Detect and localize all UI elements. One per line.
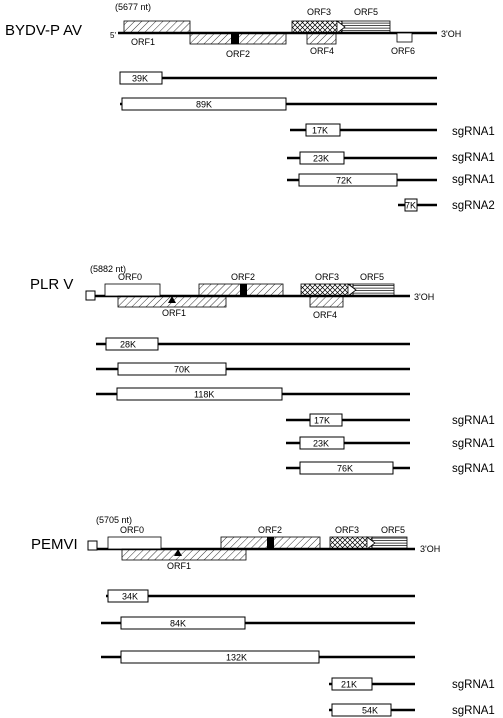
pemv-54k-box: [331, 703, 392, 717]
bydv-89k-box: [121, 97, 287, 111]
plrv-76k-label: 76K: [337, 464, 353, 474]
plrv-sgrna-label-1: sgRNA1: [452, 415, 495, 427]
pemv-vpg-box: [87, 540, 98, 551]
bydv-39k-label: 39K: [132, 74, 148, 84]
pemv-virus-name: PEMVI: [31, 536, 78, 553]
pemv-132k-box: [120, 650, 320, 664]
bydv-genome-section: (5677 nt) BYDV-P AV 5' ORF1 ORF2 ORF3 OR…: [5, 2, 495, 212]
plrv-sgrna-label-2: sgRNA1: [452, 438, 495, 450]
plrv-70k-box: [117, 362, 227, 376]
plrv-genome-section: (5882 nt) PLR V ORF0 ORF1 ORF2 ORF3 ORF4…: [30, 264, 495, 475]
bydv-orf1-label: ORF1: [131, 37, 155, 47]
bydv-orf4-box: [306, 32, 337, 45]
plrv-readthrough-marker: [347, 283, 357, 297]
bydv-17k-box: [305, 123, 341, 137]
pemv-sgrna-label-1: sgRNA1: [452, 679, 495, 691]
pemv-orf3-box: [329, 536, 373, 550]
bydv-23k-label: 23K: [313, 154, 329, 164]
pemv-orf0-label: ORF0: [120, 525, 144, 535]
plrv-orf3-box: [300, 283, 354, 297]
bydv-7k-label: 7K: [405, 201, 416, 211]
pemv-sgrna-label-2: sgRNA1: [452, 705, 495, 717]
plrv-sgrna-label-3: sgRNA1: [452, 463, 495, 475]
bydv-orf3-label: ORF3: [307, 7, 331, 17]
bydv-readthrough-marker: [336, 20, 346, 34]
bydv-23k-box: [299, 151, 345, 165]
plrv-118k-box: [116, 387, 283, 401]
bydv-orf2-motif: [231, 33, 239, 44]
bydv-orf1-box: [123, 20, 191, 34]
pemv-84k-label: 84K: [170, 619, 186, 629]
bydv-17k-label: 17K: [312, 126, 328, 136]
plrv-orf4-box: [309, 295, 344, 308]
pemv-orf5-box: [371, 536, 408, 550]
plrv-orf3-label: ORF3: [315, 272, 339, 282]
plrv-vpg-box: [85, 290, 96, 301]
bydv-virus-name: BYDV-P AV: [5, 22, 82, 39]
pemv-orf1-marker: [174, 549, 182, 556]
pemv-orf0-box: [107, 536, 162, 550]
plrv-orf5-label: ORF5: [360, 272, 384, 282]
plrv-118k-label: 118K: [194, 390, 214, 400]
plrv-orf2-motif: [240, 284, 247, 296]
pemv-genome-length: (5705 nt): [96, 515, 132, 525]
bydv-39k-box: [119, 71, 163, 85]
plrv-orf5-box: [352, 283, 395, 297]
bydv-72k-label: 72K: [336, 176, 352, 186]
pemv-genome-section: (5705 nt) PEMVI ORF0 ORF1 ORF2 ORF3 ORF5…: [31, 515, 495, 717]
pemv-orf2-label: ORF2: [258, 525, 282, 535]
bydv-89k-label: 89K: [196, 100, 212, 110]
bydv-orf4-label: ORF4: [310, 46, 334, 56]
pemv-54k-label: 54K: [362, 706, 378, 716]
bydv-five-prime-label: 5': [110, 31, 116, 40]
bydv-genome-length: (5677 nt): [115, 2, 151, 12]
bydv-orf5-box: [341, 20, 391, 34]
plrv-virus-name: PLR V: [30, 276, 73, 293]
plrv-three-prime-label: 3'OH: [414, 292, 434, 302]
bydv-sgrna-label-1: sgRNA1: [452, 126, 495, 138]
pemv-orf1-label: ORF1: [167, 561, 191, 571]
pemv-21k-label: 21K: [341, 680, 357, 690]
bydv-orf6-label: ORF6: [391, 46, 415, 56]
bydv-72k-box: [298, 173, 398, 187]
pemv-orf5-label: ORF5: [381, 525, 405, 535]
pemv-orf3-label: ORF3: [335, 525, 359, 535]
pemv-84k-box: [120, 616, 246, 630]
bydv-sgrna-label-2: sgRNA1: [452, 152, 495, 164]
plrv-23k-label: 23K: [313, 439, 329, 449]
bydv-7k-box: [404, 198, 418, 212]
plrv-genome-length: (5882 nt): [90, 264, 126, 274]
bydv-orf6-box: [396, 32, 413, 43]
plrv-28k-box: [105, 337, 159, 351]
bydv-orf5-label: ORF5: [354, 7, 378, 17]
plrv-70k-label: 70K: [174, 365, 190, 375]
plrv-23k-box: [299, 436, 345, 450]
plrv-76k-box: [299, 461, 394, 475]
pemv-21k-box: [331, 677, 373, 691]
pemv-readthrough-marker: [366, 536, 376, 550]
bydv-sgrna2-label: sgRNA2: [452, 200, 495, 212]
bydv-orf2-label: ORF2: [226, 49, 250, 59]
pemv-orf2-motif: [267, 537, 274, 549]
plrv-17k-box: [309, 413, 343, 427]
plrv-orf4-label: ORF4: [313, 310, 337, 320]
plrv-orf2-label: ORF2: [231, 272, 255, 282]
bydv-three-prime-label: 3'OH: [441, 29, 461, 39]
plrv-17k-label: 17K: [314, 416, 330, 426]
plrv-28k-label: 28K: [120, 340, 136, 350]
bydv-orf3-box: [291, 20, 343, 34]
bydv-sgrna-label-3: sgRNA1: [452, 174, 495, 186]
plrv-orf0-label: ORF0: [118, 272, 142, 282]
pemv-34k-box: [107, 589, 149, 603]
plrv-orf1-label: ORF1: [162, 308, 186, 318]
pemv-three-prime-label: 3'OH: [420, 544, 440, 554]
pemv-34k-label: 34K: [122, 592, 138, 602]
plrv-orf1-marker: [168, 296, 176, 303]
pemv-orf1-box: [121, 548, 247, 561]
plrv-orf0-box: [104, 283, 161, 297]
pemv-132k-label: 132K: [226, 653, 247, 663]
